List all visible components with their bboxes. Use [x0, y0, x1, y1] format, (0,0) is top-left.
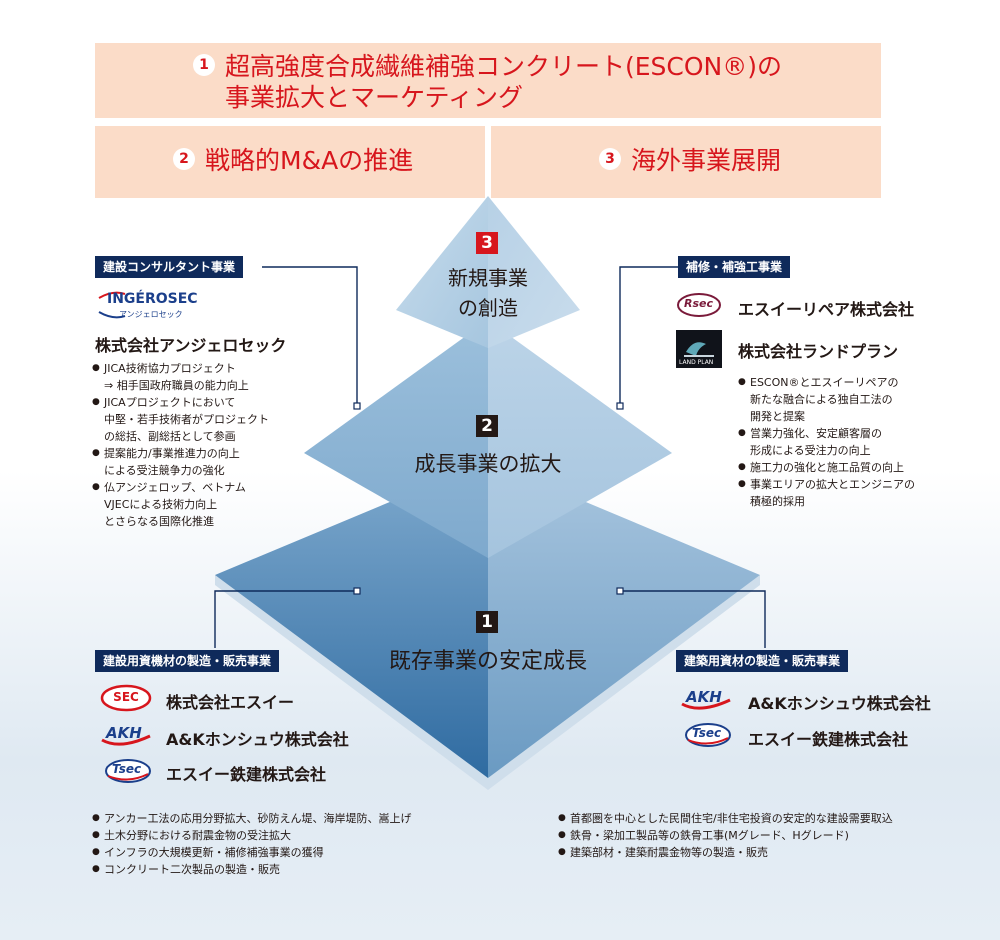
ingerosec-logo-sub: アンジェロセック [119, 310, 183, 319]
akh-logo: AKH [100, 722, 156, 750]
level3-number: 3 [476, 232, 498, 254]
list-item: 建築部材・建築耐震金物等の製造・販売 [558, 844, 893, 861]
tier-middle-left [304, 320, 488, 558]
tsec-logo: Tsec [684, 722, 732, 748]
akh-logo: AKH [680, 686, 736, 714]
category-label-materials: 建築用資材の製造・販売事業 [676, 650, 849, 672]
materials-bullets: 首都圏を中心とした民間住宅/非住宅投資の安定的な建設需要取込 鉄骨・梁加工製品等… [558, 810, 893, 861]
level2-title: 成長事業の拡大 [414, 452, 562, 476]
company-se-tekken: エスイー鉄建株式会社 [166, 765, 327, 784]
rsec-logo: Rsec [676, 292, 722, 318]
banner-overseas: 3 海外事業展開 [491, 126, 881, 198]
connector-dot [353, 587, 361, 595]
level3-title-line2: の創造 [458, 296, 518, 320]
connector-materials [620, 590, 766, 648]
level2-number: 2 [476, 415, 498, 437]
list-item: 中堅・若手技術者がプロジェクト [104, 413, 269, 426]
list-item: 開発と提案 [750, 410, 805, 423]
tsec-logo: Tsec [104, 758, 152, 784]
list-item: 土木分野における耐震金物の受注拡大 [92, 827, 412, 844]
banner-escon: 1 超高強度合成繊維補強コンクリート(ESCON®)の 事業拡大とマーケティング [95, 43, 881, 118]
company-se-tekken: エスイー鉄建株式会社 [748, 730, 909, 749]
list-item: アンカー工法の応用分野拡大、砂防えん堤、海岸堤防、嵩上げ [92, 810, 412, 827]
banner-title: 海外事業展開 [631, 146, 782, 175]
tier-bottom-left [215, 461, 488, 778]
akh-logo-text: AKH [106, 724, 142, 742]
level3-title-line1: 新規事業 [448, 266, 528, 290]
list-item: 鉄骨・梁加工製品等の鉄骨工事(Mグレード、Hグレード) [558, 827, 893, 844]
list-item: 仏アンジェロップ、ベトナム [92, 479, 269, 496]
category-label-equipment: 建設用資機材の製造・販売事業 [95, 650, 280, 672]
equipment-bullets: アンカー工法の応用分野拡大、砂防えん堤、海岸堤防、嵩上げ 土木分野における耐震金… [92, 810, 412, 878]
connector-equipment [214, 590, 357, 648]
tsec-logo-text: Tsec [692, 726, 722, 740]
list-item: コンクリート二次製品の製造・販売 [92, 861, 412, 878]
list-item: 積極的採用 [750, 495, 805, 508]
tier-bottom-right [488, 461, 760, 778]
category-label-repair: 補修・補強工事業 [678, 256, 791, 278]
company-ak-honshu: A&Kホンシュウ株式会社 [748, 694, 931, 713]
list-item: 提案能力/事業推進力の向上 [92, 445, 269, 462]
level1-title: 既存事業の安定成長 [388, 649, 587, 674]
list-item: 営業力強化、安定顧客層の [738, 425, 915, 442]
banner-number: 3 [599, 148, 621, 170]
company-landplan: 株式会社ランドプラン [738, 342, 899, 361]
banner-number: 1 [193, 54, 215, 76]
company-se-repair: エスイーリペア株式会社 [738, 300, 915, 319]
landplan-logo: LAND PLAN [676, 330, 722, 368]
company-ak-honshu: A&Kホンシュウ株式会社 [166, 730, 349, 749]
tier-top-left [396, 196, 488, 348]
sec-logo: SEC [100, 684, 152, 712]
connector-dot [616, 587, 624, 595]
category-label-consultant: 建設コンサルタント事業 [95, 256, 244, 278]
list-item: による受注競争力の強化 [104, 464, 225, 477]
connector-consultant [262, 266, 358, 406]
ingerosec-logo: INGÉROSEC アンジェロセック [95, 288, 235, 322]
list-item: 首都圏を中心とした民間住宅/非住宅投資の安定的な建設需要取込 [558, 810, 893, 827]
list-item: ESCON®とエスイーリペアの [738, 374, 915, 391]
level1-number: 1 [476, 611, 498, 633]
tier-top-right [488, 196, 580, 348]
banner-title-line1: 超高強度合成繊維補強コンクリート(ESCON®)の [225, 52, 783, 81]
banner-title: 戦略的M&Aの推進 [205, 146, 414, 175]
banner-number: 2 [173, 148, 195, 170]
connector-dot [353, 402, 361, 410]
company-se: 株式会社エスイー [166, 693, 295, 712]
connector-dot [616, 402, 624, 410]
list-item: ⇒ 相手国政府職員の能力向上 [104, 379, 249, 392]
list-item: の総括、副総括として参画 [104, 430, 236, 443]
list-item: インフラの大規模更新・補修補強事業の獲得 [92, 844, 412, 861]
rsec-logo-text: Rsec [684, 297, 713, 310]
consultant-bullets: JICA技術協力プロジェクト ⇒ 相手国政府職員の能力向上 JICAプロジェクト… [92, 360, 269, 530]
tier-middle-right [488, 320, 672, 558]
list-item: JICAプロジェクトにおいて [92, 394, 269, 411]
list-item: 新たな融合による独自工法の [750, 393, 893, 406]
landplan-logo-text: LAND PLAN [679, 359, 714, 366]
ingerosec-logo-text: INGÉROSEC [107, 291, 198, 307]
list-item: VJECによる技術力向上 [104, 498, 218, 511]
akh-logo-text: AKH [686, 688, 722, 706]
banner-ma: 2 戦略的M&Aの推進 [95, 126, 485, 198]
banner-title-line2: 事業拡大とマーケティング [225, 83, 524, 112]
list-item: 施工力の強化と施工品質の向上 [738, 459, 915, 476]
tsec-logo-text: Tsec [112, 762, 142, 776]
list-item: とさらなる国際化推進 [104, 515, 214, 528]
list-item: JICA技術協力プロジェクト [92, 360, 269, 377]
list-item: 事業エリアの拡大とエンジニアの [738, 476, 915, 493]
company-angerosec: 株式会社アンジェロセック [95, 336, 287, 355]
list-item: 形成による受注力の向上 [750, 444, 871, 457]
repair-bullets: ESCON®とエスイーリペアの 新たな融合による独自工法の 開発と提案 営業力強… [738, 374, 915, 510]
sec-logo-text: SEC [113, 690, 139, 704]
